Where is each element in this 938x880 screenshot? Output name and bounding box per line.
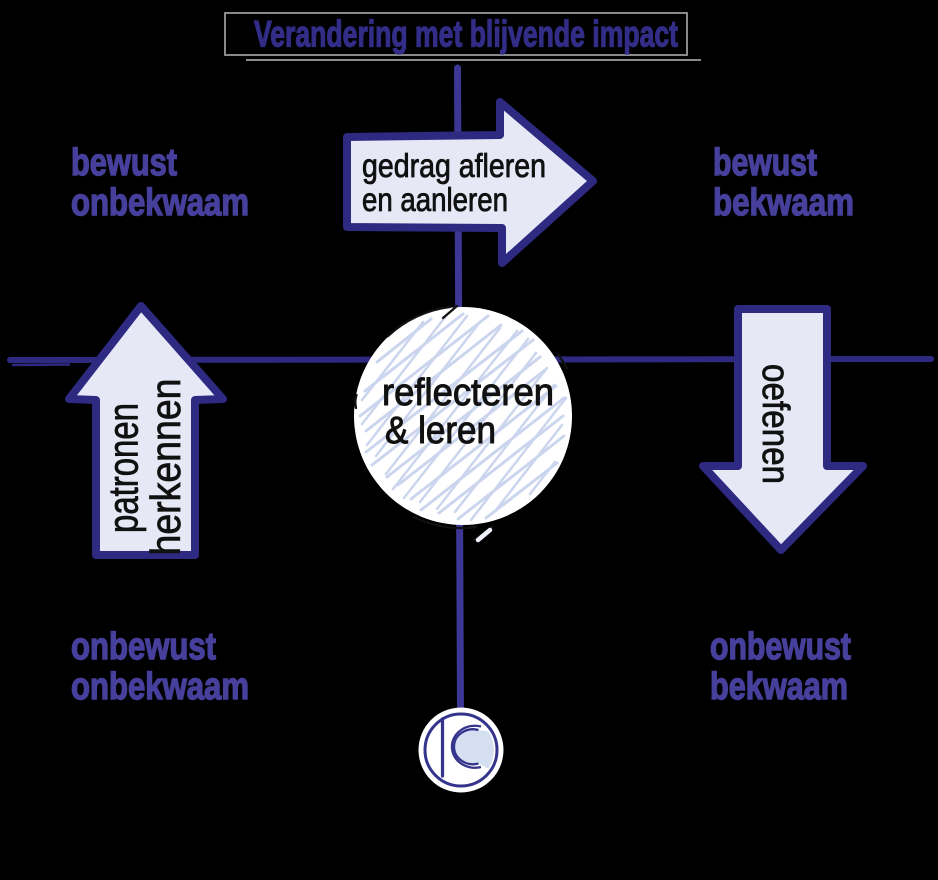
svg-text:oefenen: oefenen [754, 364, 796, 484]
svg-text:en aanleren: en aanleren [362, 181, 508, 218]
svg-text:bekwaam: bekwaam [710, 666, 848, 708]
svg-text:reflecteren: reflecteren [382, 372, 554, 414]
svg-text:bekwaam: bekwaam [713, 182, 854, 224]
svg-text:onbewust: onbewust [710, 626, 851, 668]
svg-text:bewust: bewust [713, 142, 817, 184]
svg-text:bewust: bewust [71, 142, 177, 184]
svg-text:& leren: & leren [385, 410, 496, 452]
svg-text:onbekwaam: onbekwaam [71, 182, 249, 224]
svg-text:herkennen: herkennen [142, 379, 189, 556]
svg-text:gedrag afleren: gedrag afleren [362, 147, 546, 184]
svg-text:onbewust: onbewust [71, 626, 216, 668]
svg-text:patronen: patronen [100, 403, 147, 533]
svg-text:onbekwaam: onbekwaam [71, 666, 249, 708]
svg-text:Verandering met blijvende impa: Verandering met blijvende impact [254, 14, 678, 55]
